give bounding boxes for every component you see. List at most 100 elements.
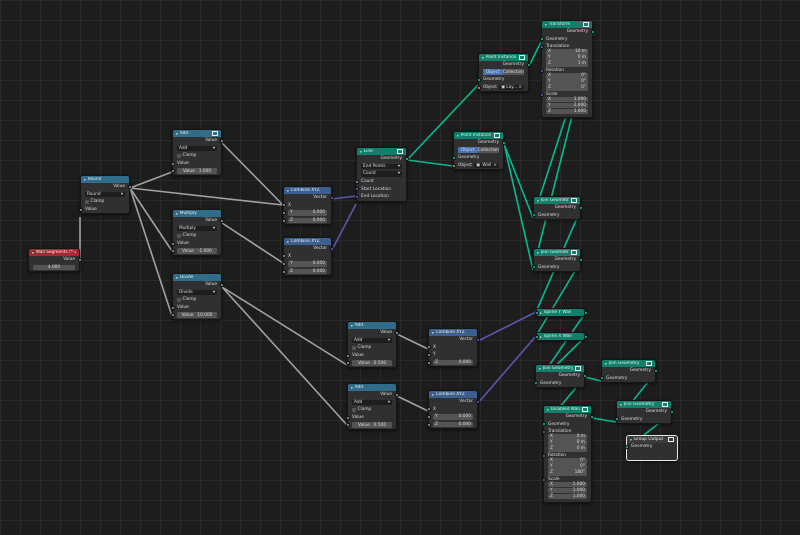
collapse-icon[interactable]: ▾ [432, 330, 434, 335]
input-socket[interactable] [534, 334, 539, 339]
input-socket[interactable] [354, 187, 359, 192]
input-socket[interactable] [426, 345, 431, 350]
input-socket[interactable] [281, 210, 286, 215]
collapse-icon[interactable]: ▾ [539, 366, 541, 371]
node-join-geometry[interactable]: ▾Join Geometry Geometry Geometry [533, 364, 587, 389]
input-socket[interactable] [170, 313, 175, 318]
collapse-icon[interactable]: ▾ [351, 323, 353, 328]
output-socket[interactable] [653, 368, 658, 373]
input-socket[interactable] [541, 422, 546, 427]
collapse-icon[interactable]: ▾ [457, 133, 459, 138]
input-socket[interactable] [541, 429, 546, 434]
preview-icon[interactable] [571, 250, 577, 255]
operation-dropdown[interactable]: Add▾ [352, 399, 392, 406]
preview-icon[interactable] [662, 402, 668, 407]
collapse-icon[interactable]: ▾ [32, 250, 34, 255]
node-transform[interactable]: ▾Disabled Walls Geometry Geometry Transl… [541, 405, 594, 504]
output-socket[interactable] [578, 205, 583, 210]
node-wall-segments[interactable]: ▾Wall Segments (*-2) Value 4.000 [28, 248, 82, 273]
output-socket[interactable] [578, 257, 583, 262]
collapse-icon[interactable]: ▾ [482, 55, 484, 60]
preview-icon[interactable] [575, 366, 581, 371]
input-socket[interactable] [539, 44, 544, 49]
output-socket[interactable] [329, 246, 334, 251]
clamp-checkbox[interactable] [177, 298, 181, 302]
input-socket[interactable] [345, 423, 350, 428]
node-join-geometry[interactable]: ▾Join Geometry Geometry Geometry [599, 359, 658, 384]
clamp-checkbox[interactable] [177, 154, 181, 158]
input-socket[interactable] [539, 92, 544, 97]
value-field[interactable]: 4.000 [33, 264, 75, 271]
clamp-checkbox[interactable] [177, 234, 181, 238]
collapse-icon[interactable]: ▾ [537, 198, 539, 203]
operation-dropdown[interactable]: Multiply▾ [177, 225, 217, 232]
collapse-icon[interactable]: ▾ [176, 275, 178, 280]
output-socket[interactable] [590, 29, 595, 34]
operation-dropdown[interactable]: Add▾ [177, 145, 217, 152]
input-socket[interactable] [451, 155, 456, 160]
output-socket[interactable] [526, 62, 531, 67]
output-socket[interactable] [475, 337, 480, 342]
count-mode-dropdown[interactable]: Count▾ [361, 171, 402, 177]
collapse-icon[interactable]: ▾ [176, 131, 178, 136]
input-socket[interactable] [345, 353, 350, 358]
node-join-geometry[interactable]: ▾Join Geometry Geometry Geometry [531, 248, 583, 273]
operation-dropdown[interactable]: Divide▾ [177, 289, 217, 296]
mode-dropdown[interactable]: End Points▾ [361, 163, 402, 170]
collapse-icon[interactable]: ▾ [84, 177, 86, 182]
preview-icon[interactable] [519, 55, 525, 60]
preview-icon[interactable] [571, 198, 577, 203]
output-socket[interactable] [394, 330, 399, 335]
collapse-icon[interactable]: ▾ [360, 149, 362, 154]
output-socket[interactable] [582, 373, 587, 378]
output-socket[interactable] [77, 257, 82, 262]
input-socket[interactable] [170, 161, 175, 166]
input-socket[interactable] [281, 254, 286, 259]
input-socket[interactable] [539, 37, 544, 42]
input-socket[interactable] [451, 163, 456, 168]
preview-icon[interactable] [582, 407, 588, 412]
collapse-icon[interactable]: ▾ [537, 250, 539, 255]
input-socket[interactable] [281, 218, 286, 223]
output-socket[interactable] [127, 184, 132, 189]
output-socket[interactable] [589, 414, 594, 419]
preview-icon[interactable] [212, 131, 218, 136]
input-socket[interactable] [426, 360, 431, 365]
collapse-icon[interactable]: ▸ [540, 310, 542, 315]
output-socket[interactable] [669, 409, 674, 414]
node-round[interactable]: ▾Round Value Round▾ Clamp Value [78, 175, 132, 215]
close-icon[interactable]: × [493, 163, 497, 169]
node-group-output[interactable]: ▾Group Output Geometry [624, 435, 678, 461]
collapse-icon[interactable]: ▾ [630, 437, 632, 442]
input-socket[interactable] [533, 381, 538, 386]
node-transform[interactable]: ▾Transform Geometry Geometry Translation… [539, 20, 595, 119]
input-socket[interactable] [281, 203, 286, 208]
input-socket[interactable] [614, 417, 619, 422]
output-socket[interactable] [394, 392, 399, 397]
node-spline-x-wall[interactable]: ▸Spline X Wall [534, 332, 588, 341]
input-socket[interactable] [426, 422, 431, 427]
